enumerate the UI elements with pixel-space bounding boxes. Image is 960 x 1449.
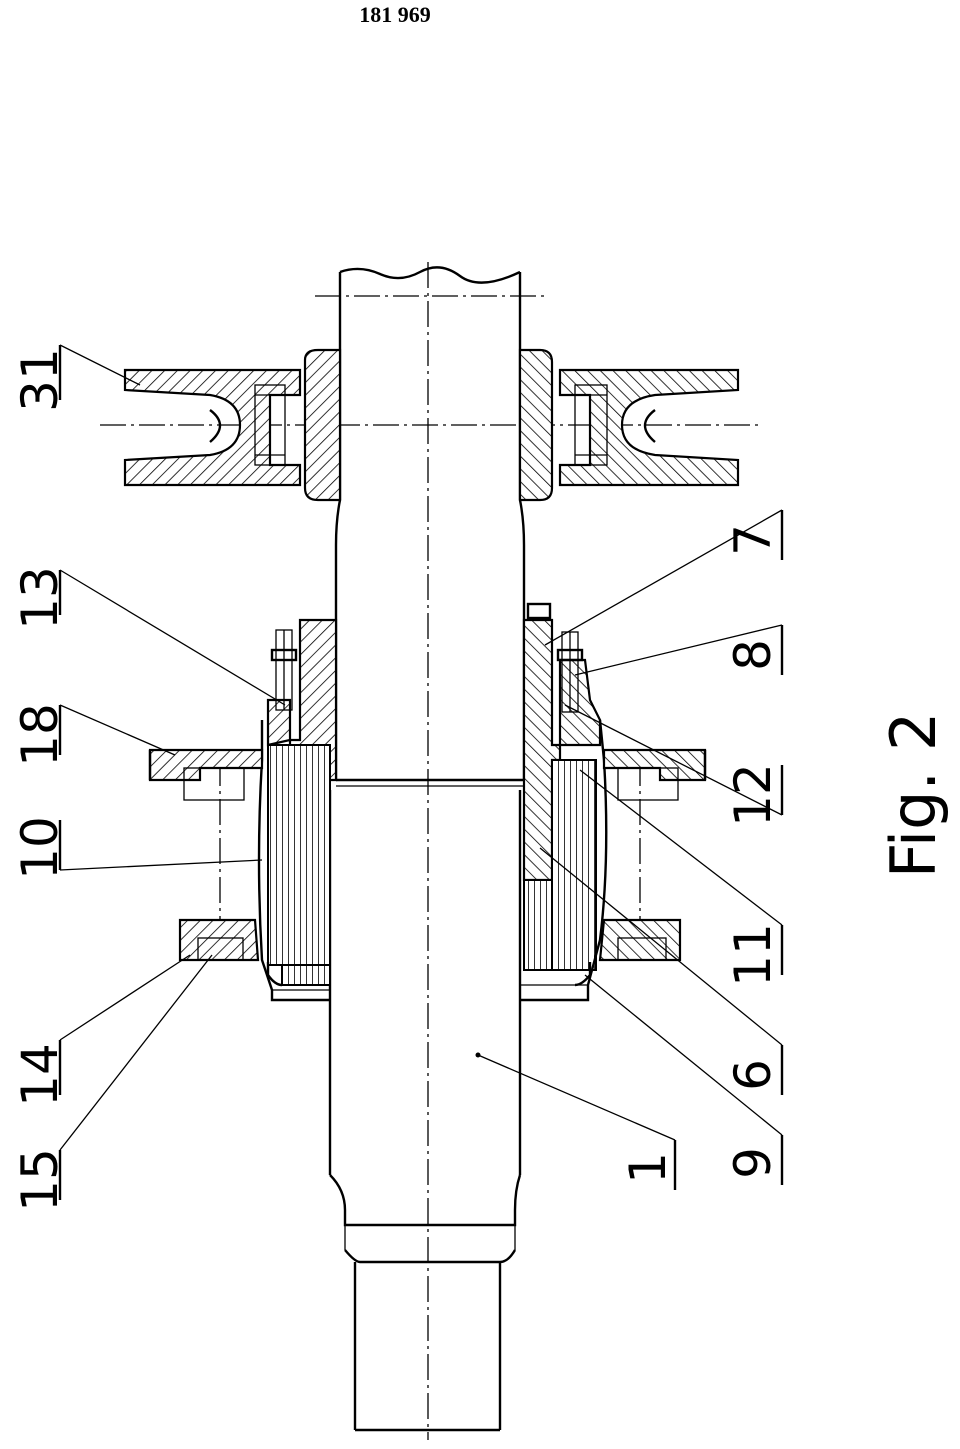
centre-lines: [100, 262, 760, 1440]
ref-1: 1: [619, 1152, 677, 1184]
reference-numerals: 31 13 18 10 14 15 7 8 12 11 6 1 9: [11, 348, 782, 1212]
ref-6: 6: [724, 1059, 782, 1091]
leader-lines: [59, 344, 783, 1151]
lower-flange: [178, 918, 682, 962]
numeral-underlines: [58, 345, 784, 1200]
shaft: [328, 266, 526, 1432]
wheel-hub: [303, 348, 554, 502]
page-number: 181 969: [359, 2, 431, 27]
wheel-left-half: [123, 368, 302, 487]
ref-12: 12: [724, 763, 782, 827]
laminated-pack-right: [523, 759, 597, 971]
ref-11: 11: [724, 923, 782, 987]
ref-9: 9: [724, 1147, 782, 1179]
upper-flange: [148, 748, 707, 801]
wheel-right-half: [558, 368, 740, 487]
figure-caption: Fig. 2: [877, 712, 950, 879]
ref-8: 8: [724, 639, 782, 671]
outer-casing: [257, 719, 608, 1002]
bolt-housing: [266, 602, 602, 747]
laminated-pack-left: [267, 744, 331, 986]
ref-7: 7: [724, 524, 782, 556]
